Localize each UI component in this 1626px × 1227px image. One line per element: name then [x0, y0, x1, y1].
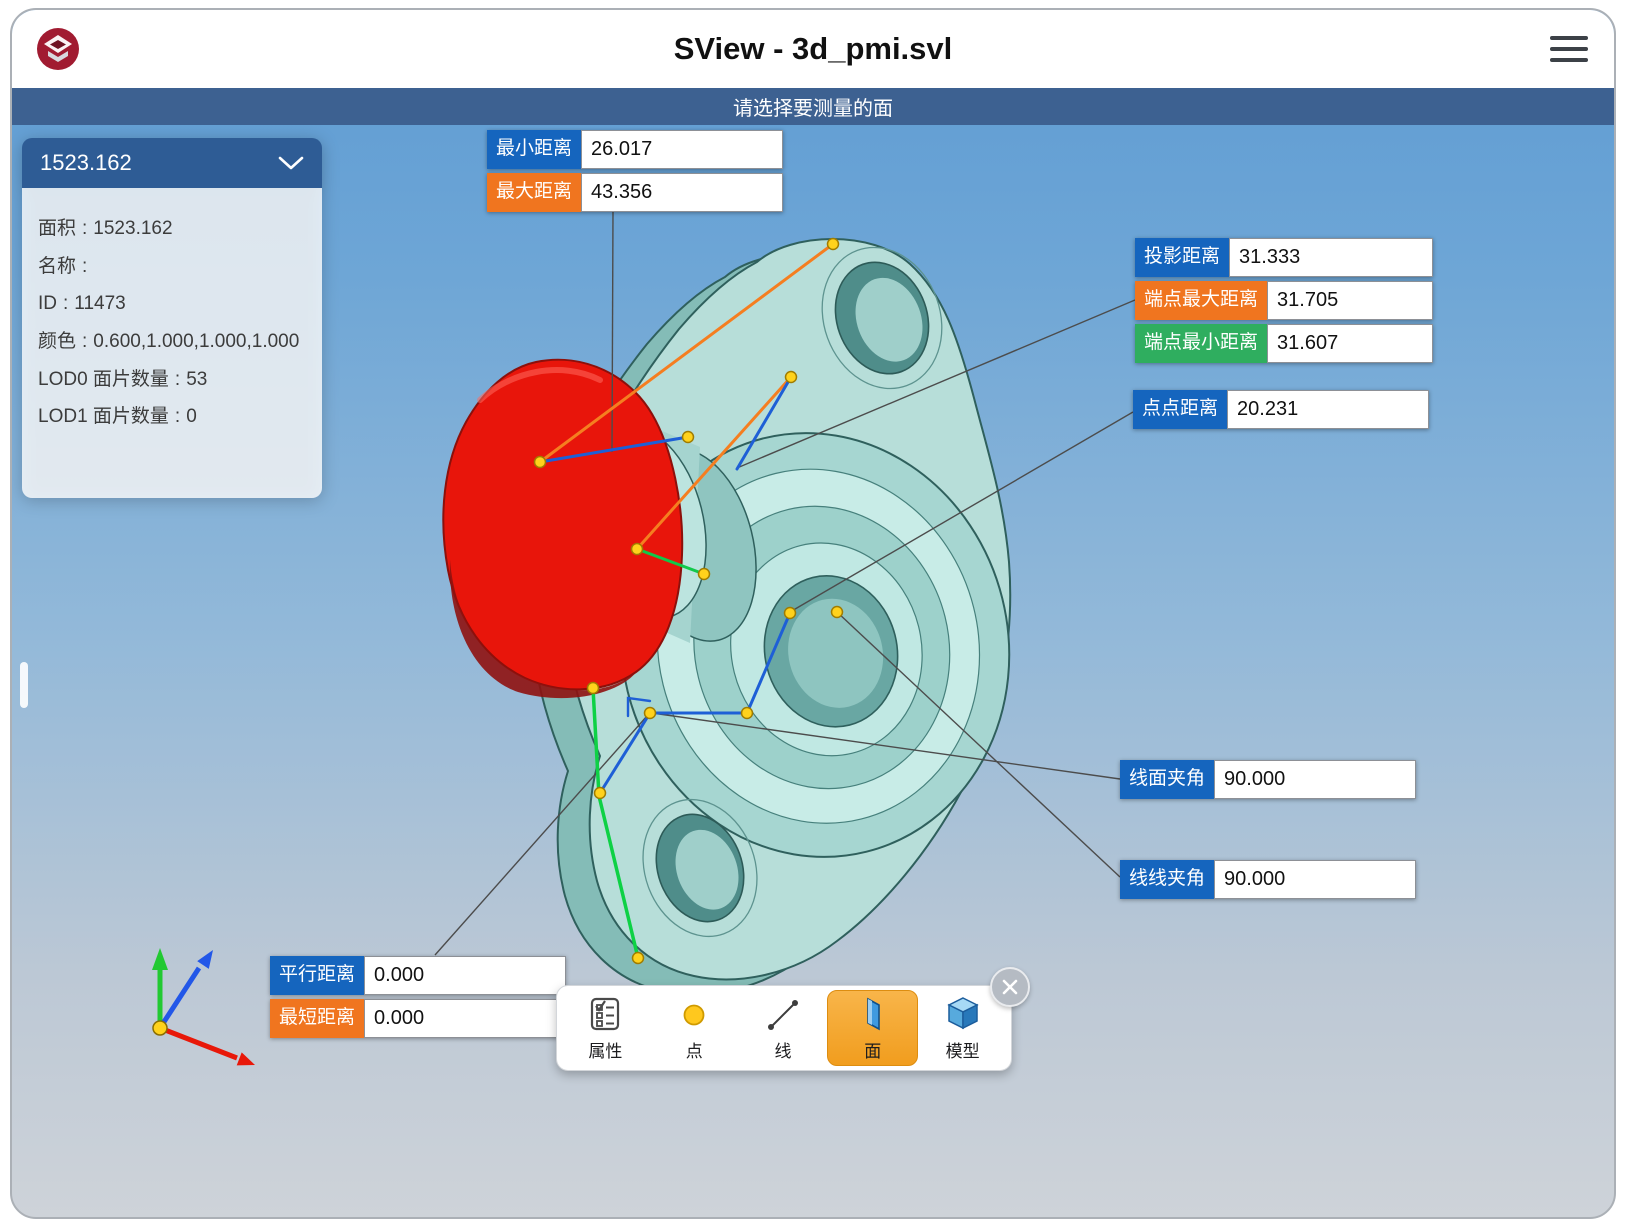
tool-properties[interactable]: 属性 — [561, 990, 650, 1066]
close-icon — [1002, 979, 1018, 995]
measure-value: 43.356 — [581, 173, 784, 212]
app-window: SView - 3d_pmi.svl 请选择要测量的面 1523.162 面积:… — [10, 8, 1616, 1219]
tool-label: 模型 — [945, 1042, 980, 1061]
panel-header-title: 1523.162 — [40, 150, 132, 175]
sview-logo-icon — [37, 28, 79, 70]
properties-panel-header[interactable]: 1523.162 — [22, 138, 322, 188]
measure-toolbar: 属性 点 线 面 — [556, 985, 1012, 1071]
property-row: 颜色:0.600,1.000,1.000,1.000 — [38, 330, 300, 352]
axis-x-red — [159, 1025, 255, 1066]
tool-point[interactable]: 点 — [650, 990, 739, 1066]
leader-lines — [434, 209, 1136, 956]
measure-value: 90.000 — [1214, 760, 1417, 799]
tool-face[interactable]: 面 — [827, 990, 919, 1066]
property-row: 面积:1523.162 — [38, 218, 173, 239]
tool-model[interactable]: 模型 — [918, 990, 1007, 1066]
measure-value: 26.017 — [581, 130, 784, 169]
measure-tag: 投影距离 — [1135, 238, 1230, 277]
property-row: LOD1 面片数量:0 — [38, 406, 197, 428]
checklist-icon — [591, 997, 620, 1031]
orientation-axes — [152, 948, 255, 1066]
flange-model — [442, 238, 1012, 996]
tool-label: 面 — [864, 1042, 882, 1061]
callout-line-face-angle: 线面夹角 90.000 — [1120, 760, 1417, 803]
side-drawer-handle[interactable] — [20, 662, 28, 708]
tool-label: 点 — [685, 1042, 703, 1061]
measure-value: 31.333 — [1229, 238, 1433, 277]
top-bar: SView - 3d_pmi.svl — [12, 10, 1614, 88]
status-message: 请选择要测量的面 — [733, 98, 893, 120]
red-cylinder — [442, 358, 684, 699]
callout-projection-endpoint-distance: 投影距离 31.333 端点最大距离 31.705 端点最小距离 31.607 — [1135, 238, 1433, 367]
properties-panel-body: 面积:1523.162 名称: ID:11473 颜色:0.600,1.000,… — [22, 188, 322, 498]
property-row: 名称: — [38, 255, 88, 277]
measure-value: 31.607 — [1267, 324, 1433, 363]
properties-panel: 1523.162 面积:1523.162 名称: ID:11473 颜色:0.6… — [22, 138, 322, 498]
status-message-bar: 请选择要测量的面 — [12, 88, 1614, 125]
callout-line-line-angle: 线线夹角 90.000 — [1120, 860, 1417, 903]
measure-tag: 端点最小距离 — [1135, 324, 1268, 363]
property-row: LOD0 面片数量:53 — [38, 368, 208, 390]
callout-min-max-distance: 最小距离 26.017 最大距离 43.356 — [487, 130, 784, 216]
measure-tag: 线线夹角 — [1120, 860, 1215, 899]
measure-tag: 最小距离 — [487, 130, 582, 169]
axis-z-blue — [157, 950, 213, 1030]
measure-tag: 最短距离 — [270, 999, 365, 1038]
measure-tag: 线面夹角 — [1120, 760, 1215, 799]
point-icon — [683, 1004, 705, 1026]
measure-tag: 最大距离 — [487, 173, 582, 212]
measure-value: 31.705 — [1267, 281, 1433, 320]
close-toolbar-button[interactable] — [990, 967, 1030, 1007]
measure-value: 0.000 — [364, 999, 567, 1038]
measure-tag: 点点距离 — [1133, 390, 1228, 429]
hamburger-menu-icon[interactable] — [1550, 36, 1588, 63]
callout-parallel-shortest-distance: 平行距离 0.000 最短距离 0.000 — [270, 956, 567, 1042]
chevron-down-icon[interactable] — [278, 156, 304, 171]
measure-value: 90.000 — [1214, 860, 1417, 899]
property-row: ID:11473 — [38, 293, 126, 315]
measure-tag: 端点最大距离 — [1135, 281, 1268, 320]
axes-origin-point — [152, 1020, 168, 1036]
measure-value: 0.000 — [364, 956, 567, 995]
measure-value: 20.231 — [1227, 390, 1430, 429]
cube-icon — [946, 997, 979, 1030]
face-icon — [866, 997, 880, 1031]
tool-line[interactable]: 线 — [739, 990, 828, 1066]
callout-point-point-distance: 点点距离 20.231 — [1133, 390, 1430, 433]
model-viewport[interactable] — [10, 8, 1616, 1219]
line-icon — [767, 1000, 798, 1030]
axis-y-green — [152, 948, 168, 1028]
tool-label: 线 — [774, 1042, 792, 1061]
measure-tag: 平行距离 — [270, 956, 365, 995]
tool-label: 属性 — [588, 1042, 623, 1061]
window-title: SView - 3d_pmi.svl — [673, 31, 953, 66]
measurement-points — [533, 237, 844, 965]
